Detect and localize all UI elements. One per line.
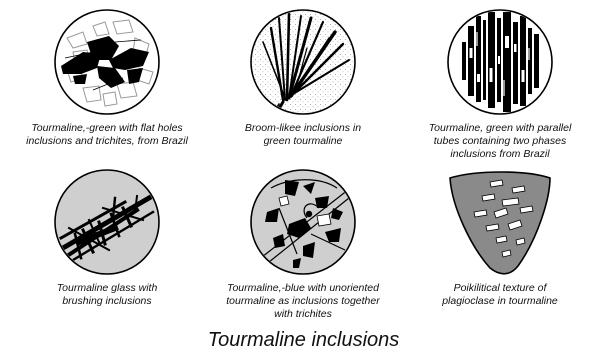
parallel-tubes-inclusion-drawing — [446, 8, 554, 116]
caption-brushing: Tourmaline glass with brushing inclusion… — [7, 282, 207, 308]
caption-flat-holes: Tourmaline,-green with flat holes inclus… — [7, 122, 207, 148]
caption-unoriented: Tourmaline,-blue with unoriented tourmal… — [203, 282, 403, 321]
caption-poikilitic: Poikilitical texture of plagioclase in t… — [400, 282, 600, 308]
flat-holes-inclusion-drawing — [53, 8, 161, 116]
caption-parallel-tubes: Tourmaline, green with parallel tubes co… — [400, 122, 600, 161]
caption-broom-like: Broom-likee inclusions in green tourmali… — [203, 122, 403, 148]
unoriented-inclusion-drawing — [249, 168, 357, 276]
poikilitic-texture-drawing — [446, 168, 554, 276]
broom-like-inclusion-drawing — [249, 8, 357, 116]
brushing-inclusion-drawing — [53, 168, 161, 276]
figure-title: Tourmaline inclusions — [0, 328, 607, 352]
